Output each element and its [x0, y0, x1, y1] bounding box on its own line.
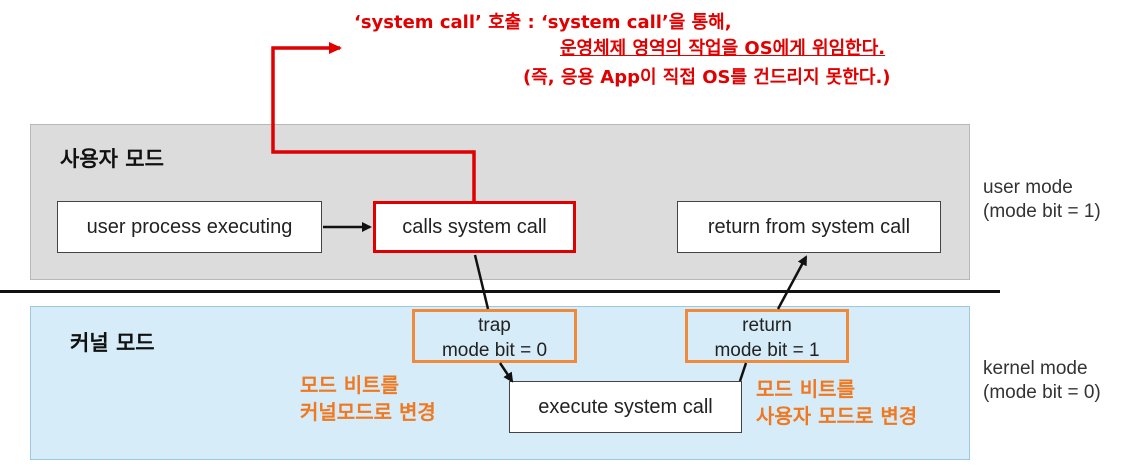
to-kernel-note-line2: 커널모드로 변경: [300, 400, 436, 424]
return-from-system-call-box: return from system call: [677, 201, 941, 253]
trap-mode-bit-label: mode bit = 0: [441, 340, 548, 361]
kernel-mode-label-line1: kernel mode: [983, 358, 1088, 379]
user-mode-title: 사용자 모드: [60, 147, 164, 171]
to-kernel-note-line1: 모드 비트를: [300, 373, 399, 397]
arrow-execute-to-return: [738, 362, 748, 382]
arrow-trap-to-execute: [498, 362, 514, 383]
kernel-mode-title: 커널 모드: [70, 331, 155, 355]
to-user-note-line1: 모드 비트를: [756, 377, 855, 401]
arrow-calls-to-trap: [473, 254, 490, 310]
calls-system-call-box: calls system call: [373, 201, 576, 253]
trap-label: trap: [478, 315, 511, 336]
return-mode-bit-box: return mode bit = 1: [685, 309, 849, 363]
annotation-line3: (즉, 응용 App이 직접 OS를 건드리지 못한다.): [523, 67, 891, 88]
trap-mode-bit-box: trap mode bit = 0: [412, 309, 577, 363]
arrow-return-to-user: [776, 255, 808, 310]
kernel-mode-region: [30, 306, 970, 460]
to-user-note-line2: 사용자 모드로 변경: [756, 404, 918, 428]
user-process-box: user process executing: [57, 201, 322, 253]
annotation-line2: 운영체제 영역의 작업을 OS에게 위임한다.: [560, 38, 886, 59]
return-label: return: [742, 315, 792, 336]
user-mode-label-line1: user mode: [983, 177, 1073, 198]
kernel-mode-label-line2: (mode bit = 0): [983, 382, 1101, 403]
mode-divider-line: [0, 290, 1000, 293]
annotation-line1: ‘system call’ 호출 : ‘system call’을 통해,: [354, 12, 732, 33]
to-user-note: 모드 비트를 사용자 모드로 변경: [756, 376, 917, 430]
user-mode-label: user mode (mode bit = 1): [983, 176, 1101, 224]
execute-system-call-box: execute system call: [509, 381, 742, 433]
to-kernel-note: 모드 비트를 커널모드로 변경: [300, 372, 436, 426]
return-mode-bit-label: mode bit = 1: [714, 340, 820, 361]
user-mode-label-line2: (mode bit = 1): [983, 201, 1101, 222]
red-callout-arrow: [271, 42, 476, 201]
kernel-mode-label: kernel mode (mode bit = 0): [983, 357, 1101, 405]
